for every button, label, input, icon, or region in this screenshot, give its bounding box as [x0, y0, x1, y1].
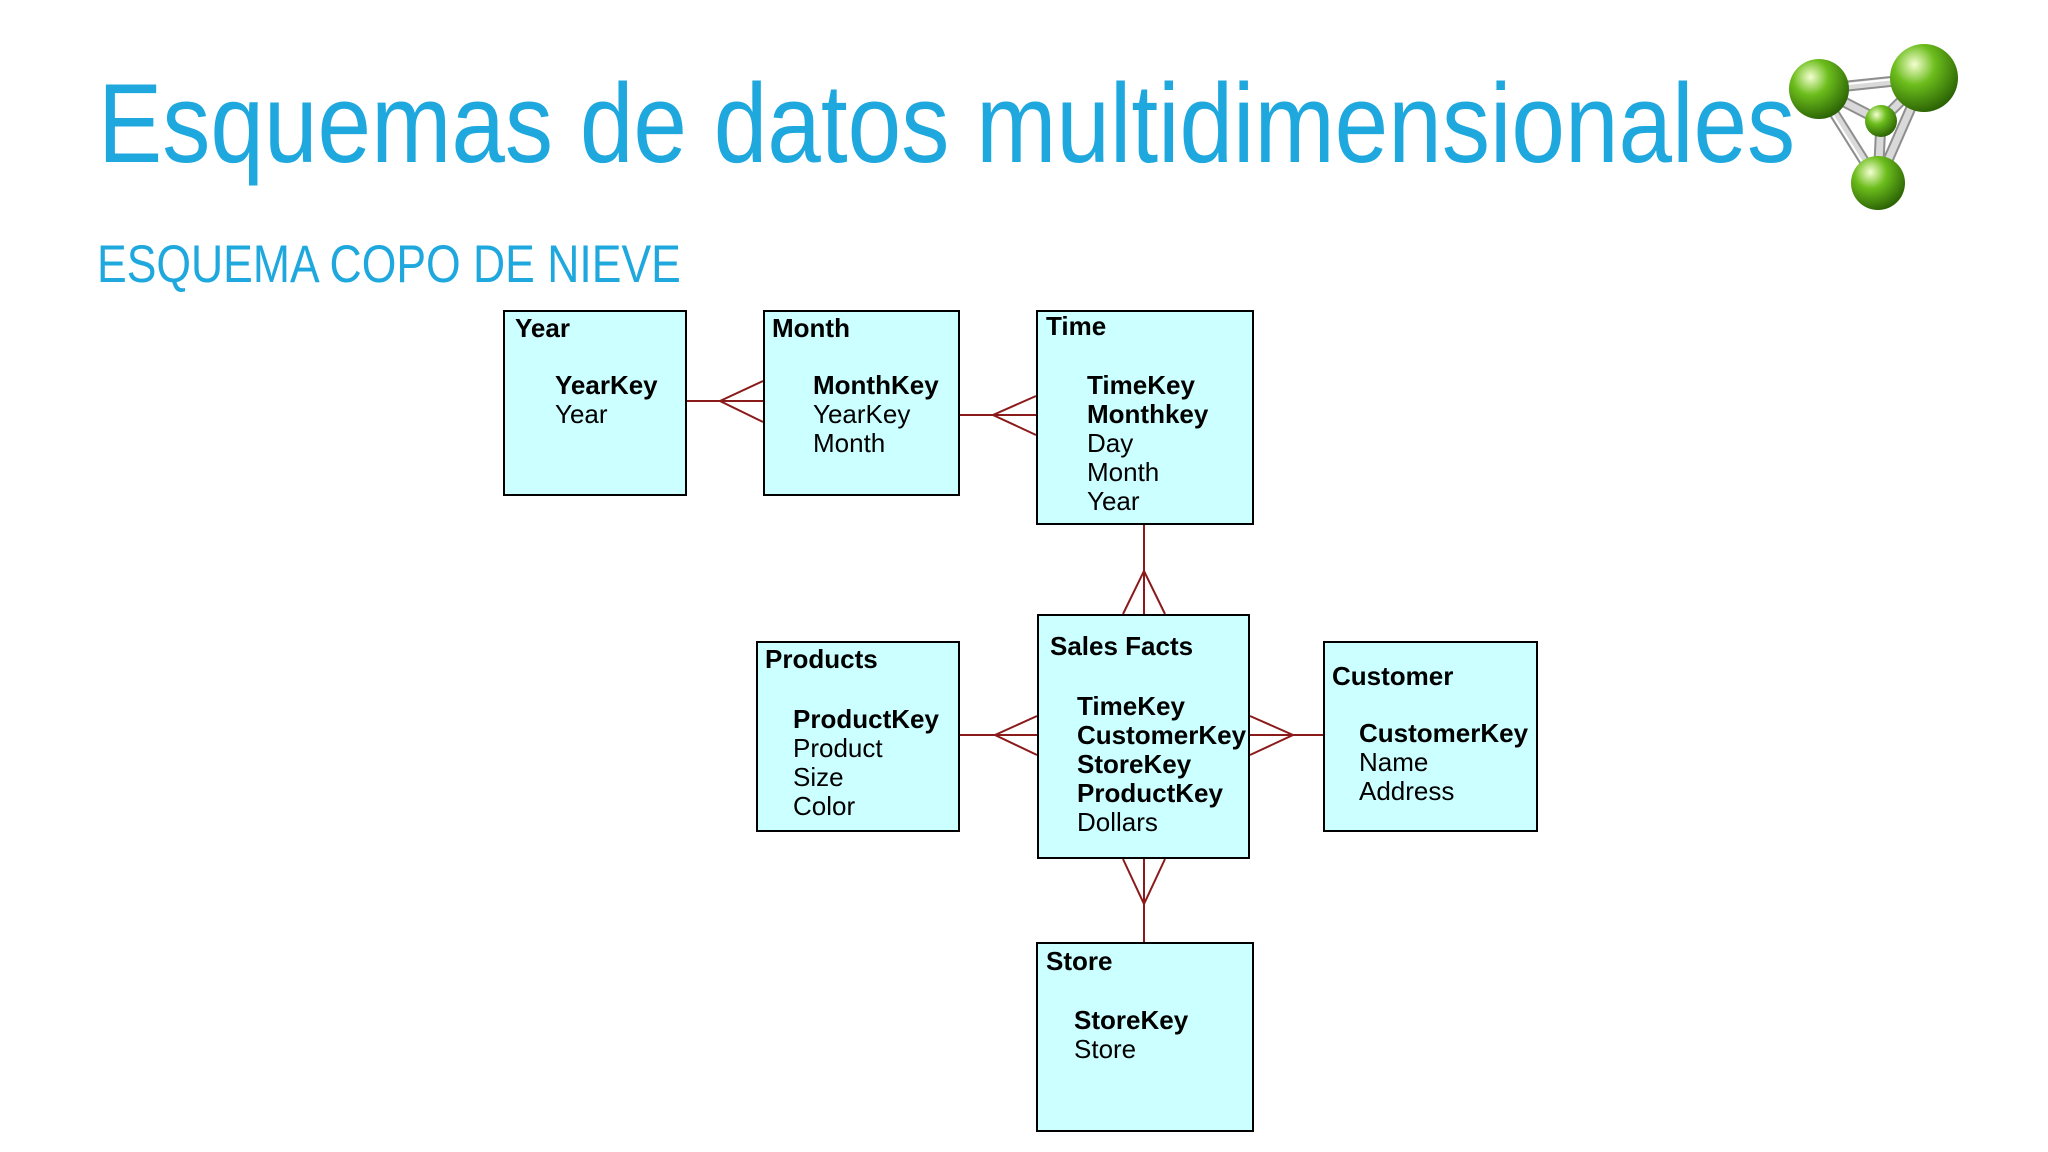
crows-foot: [1122, 568, 1166, 615]
table-attribute: YearKey: [813, 399, 911, 429]
table-attribute: StoreKey: [1074, 1005, 1189, 1035]
table-attribute: Dollars: [1077, 807, 1158, 837]
connector-month-time: [960, 395, 1037, 436]
table-name: Products: [765, 644, 878, 674]
table-attribute: Size: [793, 762, 844, 792]
table-attribute: YearKey: [555, 370, 658, 400]
section-subtitle: ESQUEMA COPO DE NIEVE: [97, 235, 681, 294]
table-attributes: StoreKey Store: [1074, 1006, 1188, 1064]
page-title: Esquemas de datos multidimensionales: [98, 61, 1796, 186]
table-attribute: Month: [813, 428, 886, 458]
crows-foot: [1249, 715, 1296, 756]
connector-time-sales-facts: [1122, 525, 1166, 615]
table-attribute: Year: [555, 399, 608, 429]
crows-foot: [990, 395, 1037, 436]
table-name: Time: [1046, 311, 1107, 341]
table-attribute: ProductKey: [1077, 778, 1223, 808]
logo-sphere: [1865, 105, 1897, 137]
table-attributes: TimeKey CustomerKey StoreKey ProductKey …: [1077, 692, 1246, 837]
table-attribute: Product: [793, 733, 883, 763]
table-customer: Customer CustomerKey Name Address: [1323, 641, 1538, 832]
logo-sphere: [1789, 59, 1849, 119]
table-attribute: Name: [1359, 747, 1429, 777]
table-attribute: Day: [1087, 428, 1134, 458]
table-attribute: MonthKey: [813, 370, 939, 400]
table-attribute: CustomerKey: [1359, 718, 1529, 748]
table-attribute: ProductKey: [793, 704, 939, 734]
table-attribute: Address: [1359, 776, 1455, 806]
connector-sales-facts-customer: [1249, 715, 1323, 756]
table-attribute: TimeKey: [1077, 691, 1185, 721]
molecule-logo: [1789, 44, 1958, 210]
table-year: Year YearKey Year: [503, 310, 687, 496]
table-attribute: CustomerKey: [1077, 720, 1247, 750]
table-store: Store StoreKey Store: [1036, 942, 1254, 1132]
table-name: Year: [515, 313, 570, 343]
table-name: Customer: [1332, 661, 1454, 691]
table-products: Products ProductKey Product Size Color: [756, 641, 960, 832]
table-attributes: TimeKey Monthkey Day Month Year: [1087, 371, 1208, 516]
table-sales-facts: Sales Facts TimeKey CustomerKey StoreKey…: [1037, 614, 1250, 859]
table-month: Month MonthKey YearKey Month: [763, 310, 960, 496]
table-attribute: Monthkey: [1087, 399, 1209, 429]
table-attribute: Store: [1074, 1034, 1137, 1064]
table-name: Sales Facts: [1050, 631, 1194, 661]
table-attribute: Color: [793, 791, 856, 821]
crows-foot: [717, 380, 764, 423]
table-name: Month: [772, 313, 850, 343]
table-attributes: ProductKey Product Size Color: [793, 705, 939, 821]
connector-sales-facts-store: [1122, 858, 1166, 942]
table-name: Store: [1046, 946, 1113, 976]
crows-foot: [992, 715, 1038, 756]
connector-year-month: [687, 380, 764, 423]
connector-products-sales-facts: [960, 715, 1038, 756]
table-attributes: CustomerKey Name Address: [1359, 719, 1528, 806]
table-attribute: Month: [1087, 457, 1160, 487]
table-attributes: YearKey Year: [555, 371, 658, 429]
table-attributes: MonthKey YearKey Month: [813, 371, 939, 458]
table-time: Time TimeKey Monthkey Day Month Year: [1036, 310, 1254, 525]
logo-sphere: [1890, 44, 1958, 112]
table-attribute: Year: [1087, 486, 1140, 516]
table-attribute: StoreKey: [1077, 749, 1192, 779]
logo-sphere: [1851, 156, 1905, 210]
crows-foot: [1122, 858, 1166, 907]
table-attribute: TimeKey: [1087, 370, 1195, 400]
